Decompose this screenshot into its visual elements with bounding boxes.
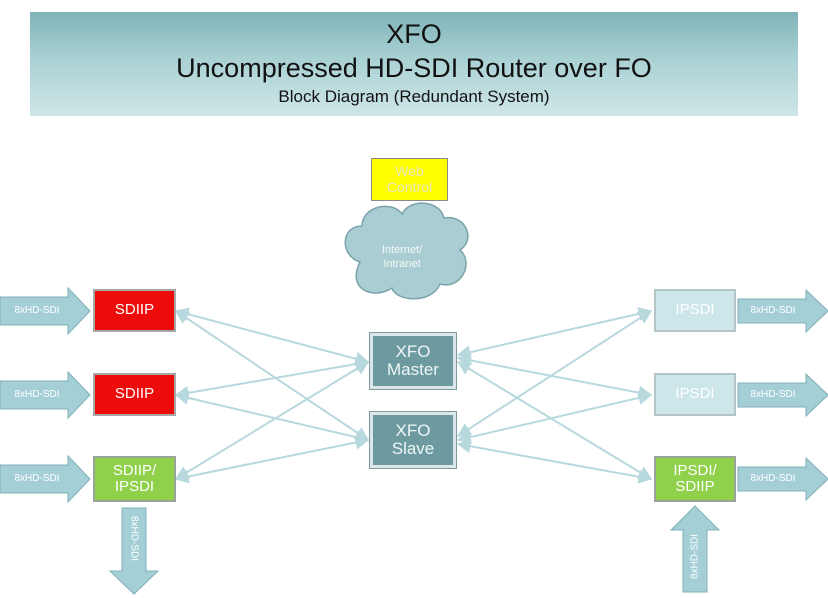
output-module-label-1: IPSDI/ <box>673 461 717 479</box>
input-arrows <box>0 286 91 504</box>
cloud-label-2: Intranet <box>383 258 421 270</box>
web-control-box: Web Control <box>371 158 448 201</box>
xfo-master-label-1: XFO <box>395 341 431 361</box>
xfo-master-label-2: Master <box>387 360 439 379</box>
output-module-label-2: SDIIP <box>675 478 715 495</box>
link-in2-slave <box>174 391 370 444</box>
link-slave-out2 <box>456 391 653 444</box>
down-arrow-label: 8xHD-SDI <box>128 515 140 561</box>
xfo-slave-label-1: XFO <box>395 420 431 440</box>
xfo-slave-label-2: Slave <box>391 439 435 458</box>
input-arrow-3 <box>0 454 91 504</box>
output-arrow-label-2: 8xHD-SDI <box>750 389 796 400</box>
up-input-arrow <box>669 505 721 593</box>
output-arrow-2 <box>737 372 828 418</box>
web-control-label-2: Control <box>386 178 433 195</box>
cloud-label: Internet/ Intranet <box>352 243 452 271</box>
input-module-label: SDIIP <box>114 301 155 319</box>
title-banner: XFO Uncompressed HD-SDI Router over FO B… <box>30 12 798 116</box>
input-module-3: SDIIP/ IPSDI <box>93 456 176 502</box>
output-module-1: IPSDI <box>654 289 736 332</box>
input-module-2: SDIIP <box>93 373 176 416</box>
diagram-caption: Block Diagram (Redundant System) <box>278 87 550 106</box>
output-arrow-1 <box>737 288 828 334</box>
diagram-title: XFO <box>386 19 442 49</box>
cloud-label-1: Internet/ <box>381 244 423 256</box>
input-arrow-label-2: 8xHD-SDI <box>14 389 60 400</box>
input-arrow-2 <box>0 370 91 420</box>
up-arrow-label: 8xHD-SDI <box>689 534 701 580</box>
output-module-3: IPSDI/ SDIIP <box>654 456 736 502</box>
link-master-out2 <box>456 353 653 400</box>
input-arrow-1 <box>0 286 91 336</box>
output-arrow-label-3: 8xHD-SDI <box>750 473 796 484</box>
link-in1-master <box>174 307 370 366</box>
down-output-arrow <box>108 507 160 595</box>
web-control-label-1: Web <box>395 163 424 180</box>
output-arrows <box>737 288 828 502</box>
link-slave-out3 <box>456 439 653 484</box>
input-arrow-label-3: 8xHD-SDI <box>14 473 60 484</box>
output-module-label: IPSDI <box>675 301 715 319</box>
input-arrow-label-1: 8xHD-SDI <box>14 305 60 316</box>
output-module-label: IPSDI <box>675 385 715 403</box>
input-module-1: SDIIP <box>93 289 176 332</box>
input-module-label-2: IPSDI <box>114 478 155 495</box>
link-master-out1 <box>456 306 653 360</box>
output-links <box>456 306 653 484</box>
link-in3-slave <box>174 435 370 484</box>
xfo-slave-box: XFO Slave <box>369 411 457 469</box>
output-arrow-3 <box>737 456 828 502</box>
output-module-2: IPSDI <box>654 373 736 416</box>
cloud-icon <box>344 202 469 300</box>
xfo-master-box: XFO Master <box>369 332 457 390</box>
diagram-subtitle: Uncompressed HD-SDI Router over FO <box>176 53 652 83</box>
output-arrow-label-1: 8xHD-SDI <box>750 305 796 316</box>
input-module-label: SDIIP <box>114 385 155 403</box>
input-module-label-1: SDIIP/ <box>112 461 157 479</box>
input-links <box>174 307 370 484</box>
